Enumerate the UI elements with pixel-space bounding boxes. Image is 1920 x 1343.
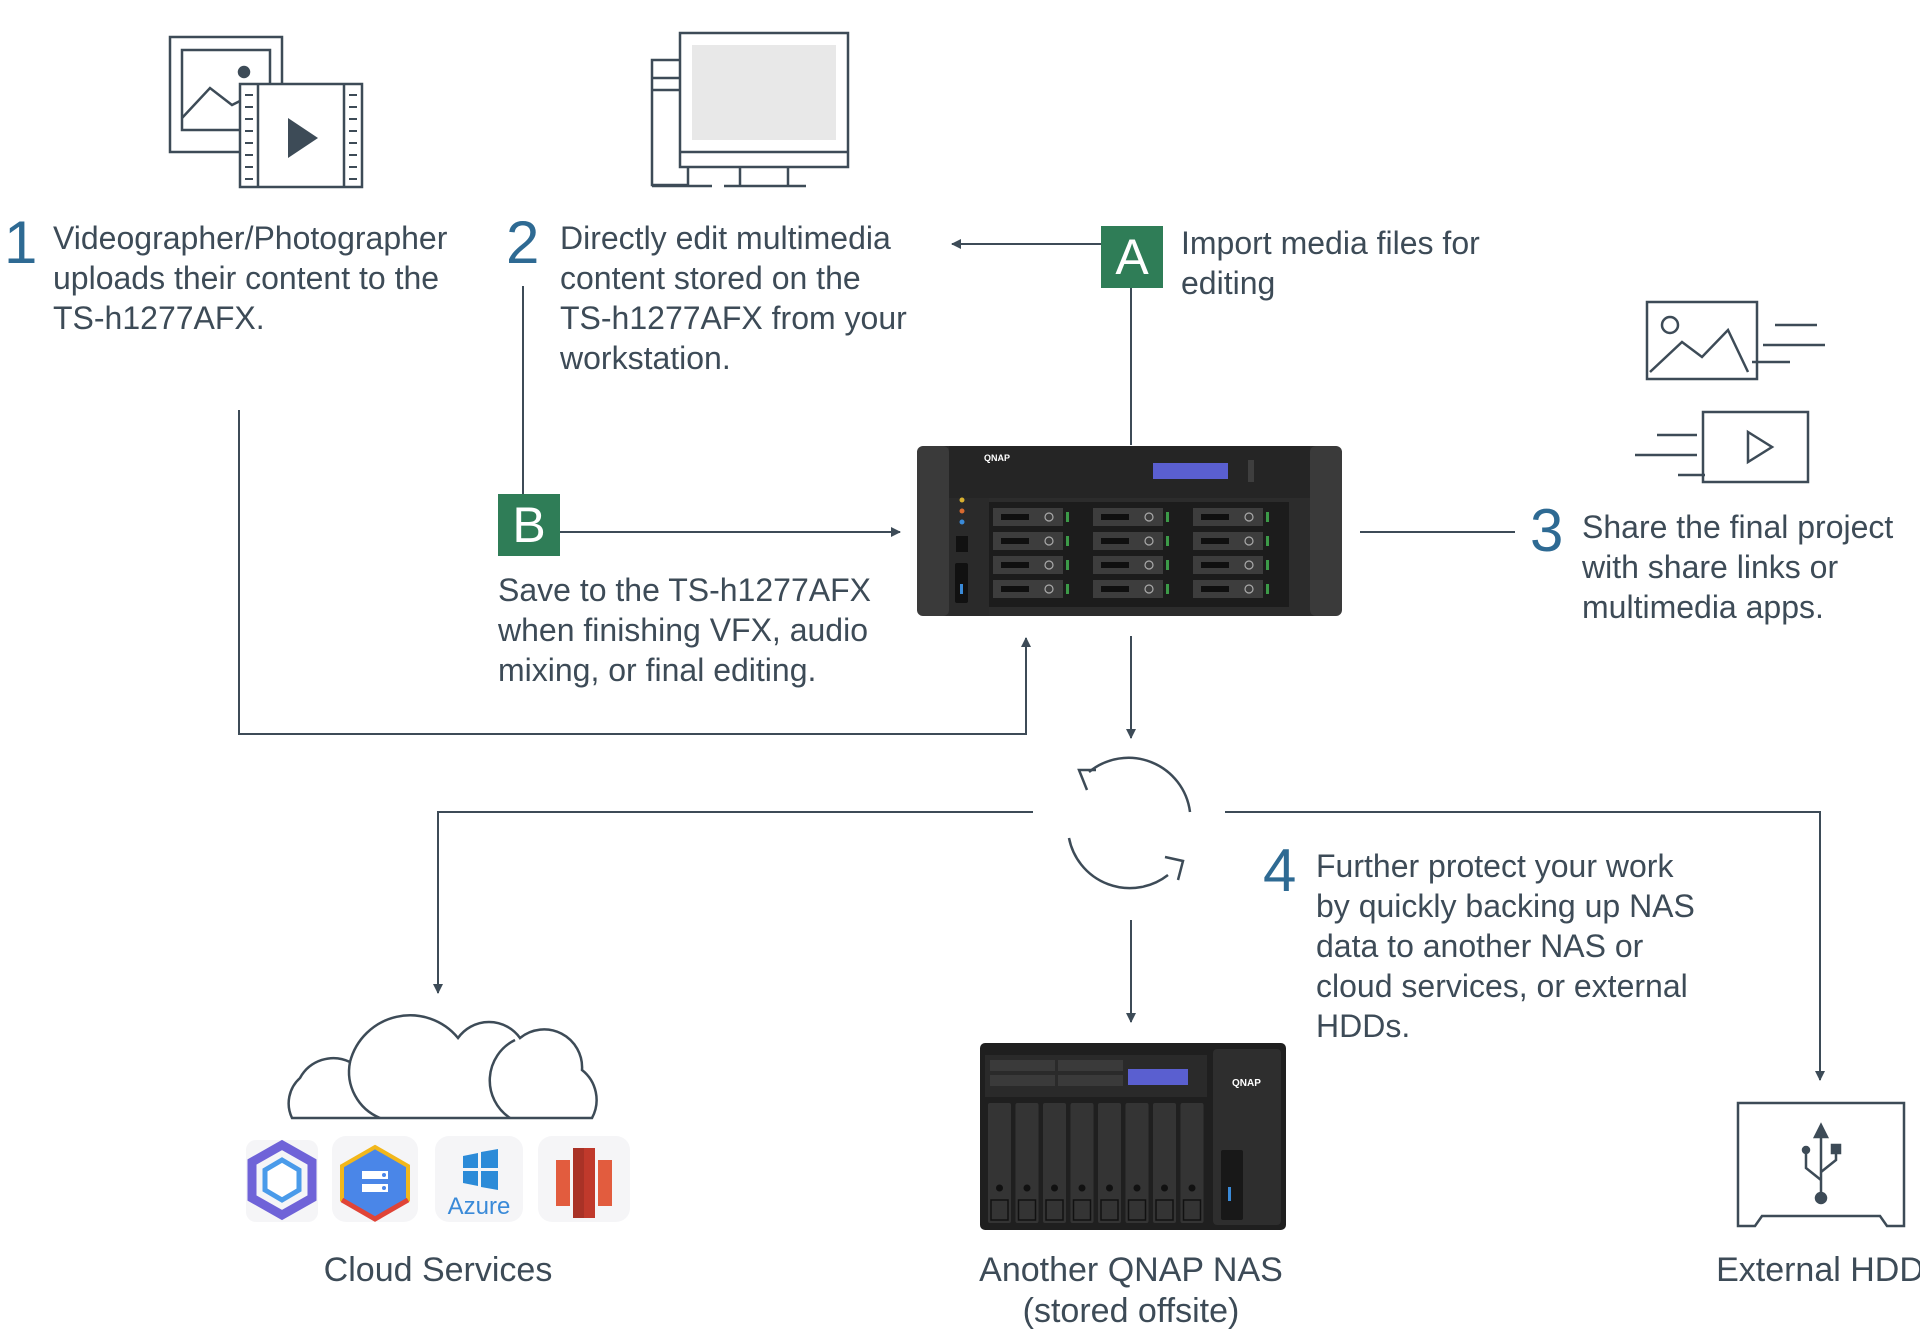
drive-bay [1098,1103,1121,1223]
drive-bay [988,1103,1011,1223]
cloud-services-label-line: Cloud Services [323,1251,553,1289]
step-3-number: 3 [1530,497,1564,564]
step-2-number: 2 [506,209,540,276]
drive-bay [1193,580,1269,598]
main-nas-device: QNAP [917,446,1342,616]
drive-bay [1093,508,1169,526]
azure-logo: Azure [435,1136,523,1222]
step-4-line: Further protect your work [1316,848,1674,884]
offsite-nas-label-line: (stored offsite) [1022,1292,1240,1330]
step-1-line: uploads their content to the [53,260,440,296]
drive-bay [1043,1103,1066,1223]
sync-icon [1067,756,1192,890]
drive-bay [1193,556,1269,574]
photo-video-icon [168,35,364,189]
badge-b-text: Save to the TS-h1277AFX when finishing V… [498,570,871,690]
badge-b: B [498,494,560,556]
badge-a-line: editing [1181,265,1276,301]
step-4-number: 4 [1263,837,1297,904]
step-3-text: Share the final project with share links… [1582,507,1893,627]
step-3-line: Share the final project [1582,509,1894,545]
step-2-line: workstation. [560,340,731,376]
drive-bay [1193,532,1269,550]
step-4-line: HDDs. [1316,1008,1411,1044]
step-4-text: Further protect your work by quickly bac… [1316,846,1695,1046]
step-4-line: cloud services, or external [1316,968,1688,1004]
drive-bay [1125,1103,1149,1223]
azure-logo-text: Azure [448,1193,511,1220]
external-hdd-label-line: External HDD [1716,1251,1920,1289]
drive-bay [1180,1103,1204,1223]
drive-bay [1070,1103,1094,1223]
step-1-number: 1 [4,209,38,276]
arrow-sync-to-hdd [1225,811,1825,1081]
step-4-line: by quickly backing up NAS [1316,888,1695,924]
drive-bay [1093,532,1169,550]
step-2-line: content stored on the [560,260,861,296]
step-1-text: Videographer/Photographer uploads their … [53,218,447,338]
cloud-icon [287,1014,598,1120]
badge-a-text: Import media files for editing [1181,223,1480,303]
drive-bay [1093,556,1169,574]
offsite-nas-label: Another QNAP NAS (stored offsite) [931,1250,1331,1332]
drive-bay [1153,1103,1176,1223]
offsite-nas-label-line: Another QNAP NAS [979,1251,1283,1289]
drive-bay [1093,580,1169,598]
cloud-services-label: Cloud Services [288,1250,588,1291]
workstation-icon [650,31,850,188]
step-4-line: data to another NAS or [1316,928,1644,964]
share-media-icon [1635,300,1825,484]
offsite-nas-brand: QNAP [1232,1078,1261,1089]
step-3-line: multimedia apps. [1582,589,1824,625]
arrow-sync-to-cloud [433,811,1033,994]
main-nas-brand: QNAP [984,453,1010,463]
step-2-text: Directly edit multimedia content stored … [560,218,907,378]
aws-s3-logo [538,1136,630,1222]
drive-bay [993,580,1069,598]
step-1-line: Videographer/Photographer [53,220,448,256]
badge-b-line: when finishing VFX, audio [498,612,868,648]
offsite-nas-device: QNAP [980,1043,1286,1230]
connectors [238,239,1825,1081]
drive-bay [993,556,1069,574]
arrow-step1-to-nas [238,410,1031,735]
step-1-line: TS-h1277AFX. [53,300,265,336]
google-cloud-logo [332,1136,418,1222]
badge-b-line: Save to the TS-h1277AFX [498,572,871,608]
badge-a-line: Import media files for [1181,225,1480,261]
step-2-line: TS-h1277AFX from your [560,300,907,336]
step-2-line: Directly edit multimedia [560,220,891,256]
drive-bay [1193,508,1269,526]
drive-bay [993,508,1069,526]
drive-bay [993,532,1069,550]
step-3-line: with share links or [1582,549,1839,585]
external-hdd-icon [1736,1101,1906,1228]
drive-bay [1015,1103,1039,1223]
external-hdd-label: External HDD [1700,1250,1920,1291]
badge-a: A [1101,226,1163,288]
badge-b-line: mixing, or final editing. [498,652,817,688]
qnap-cloud-logo [246,1139,318,1222]
